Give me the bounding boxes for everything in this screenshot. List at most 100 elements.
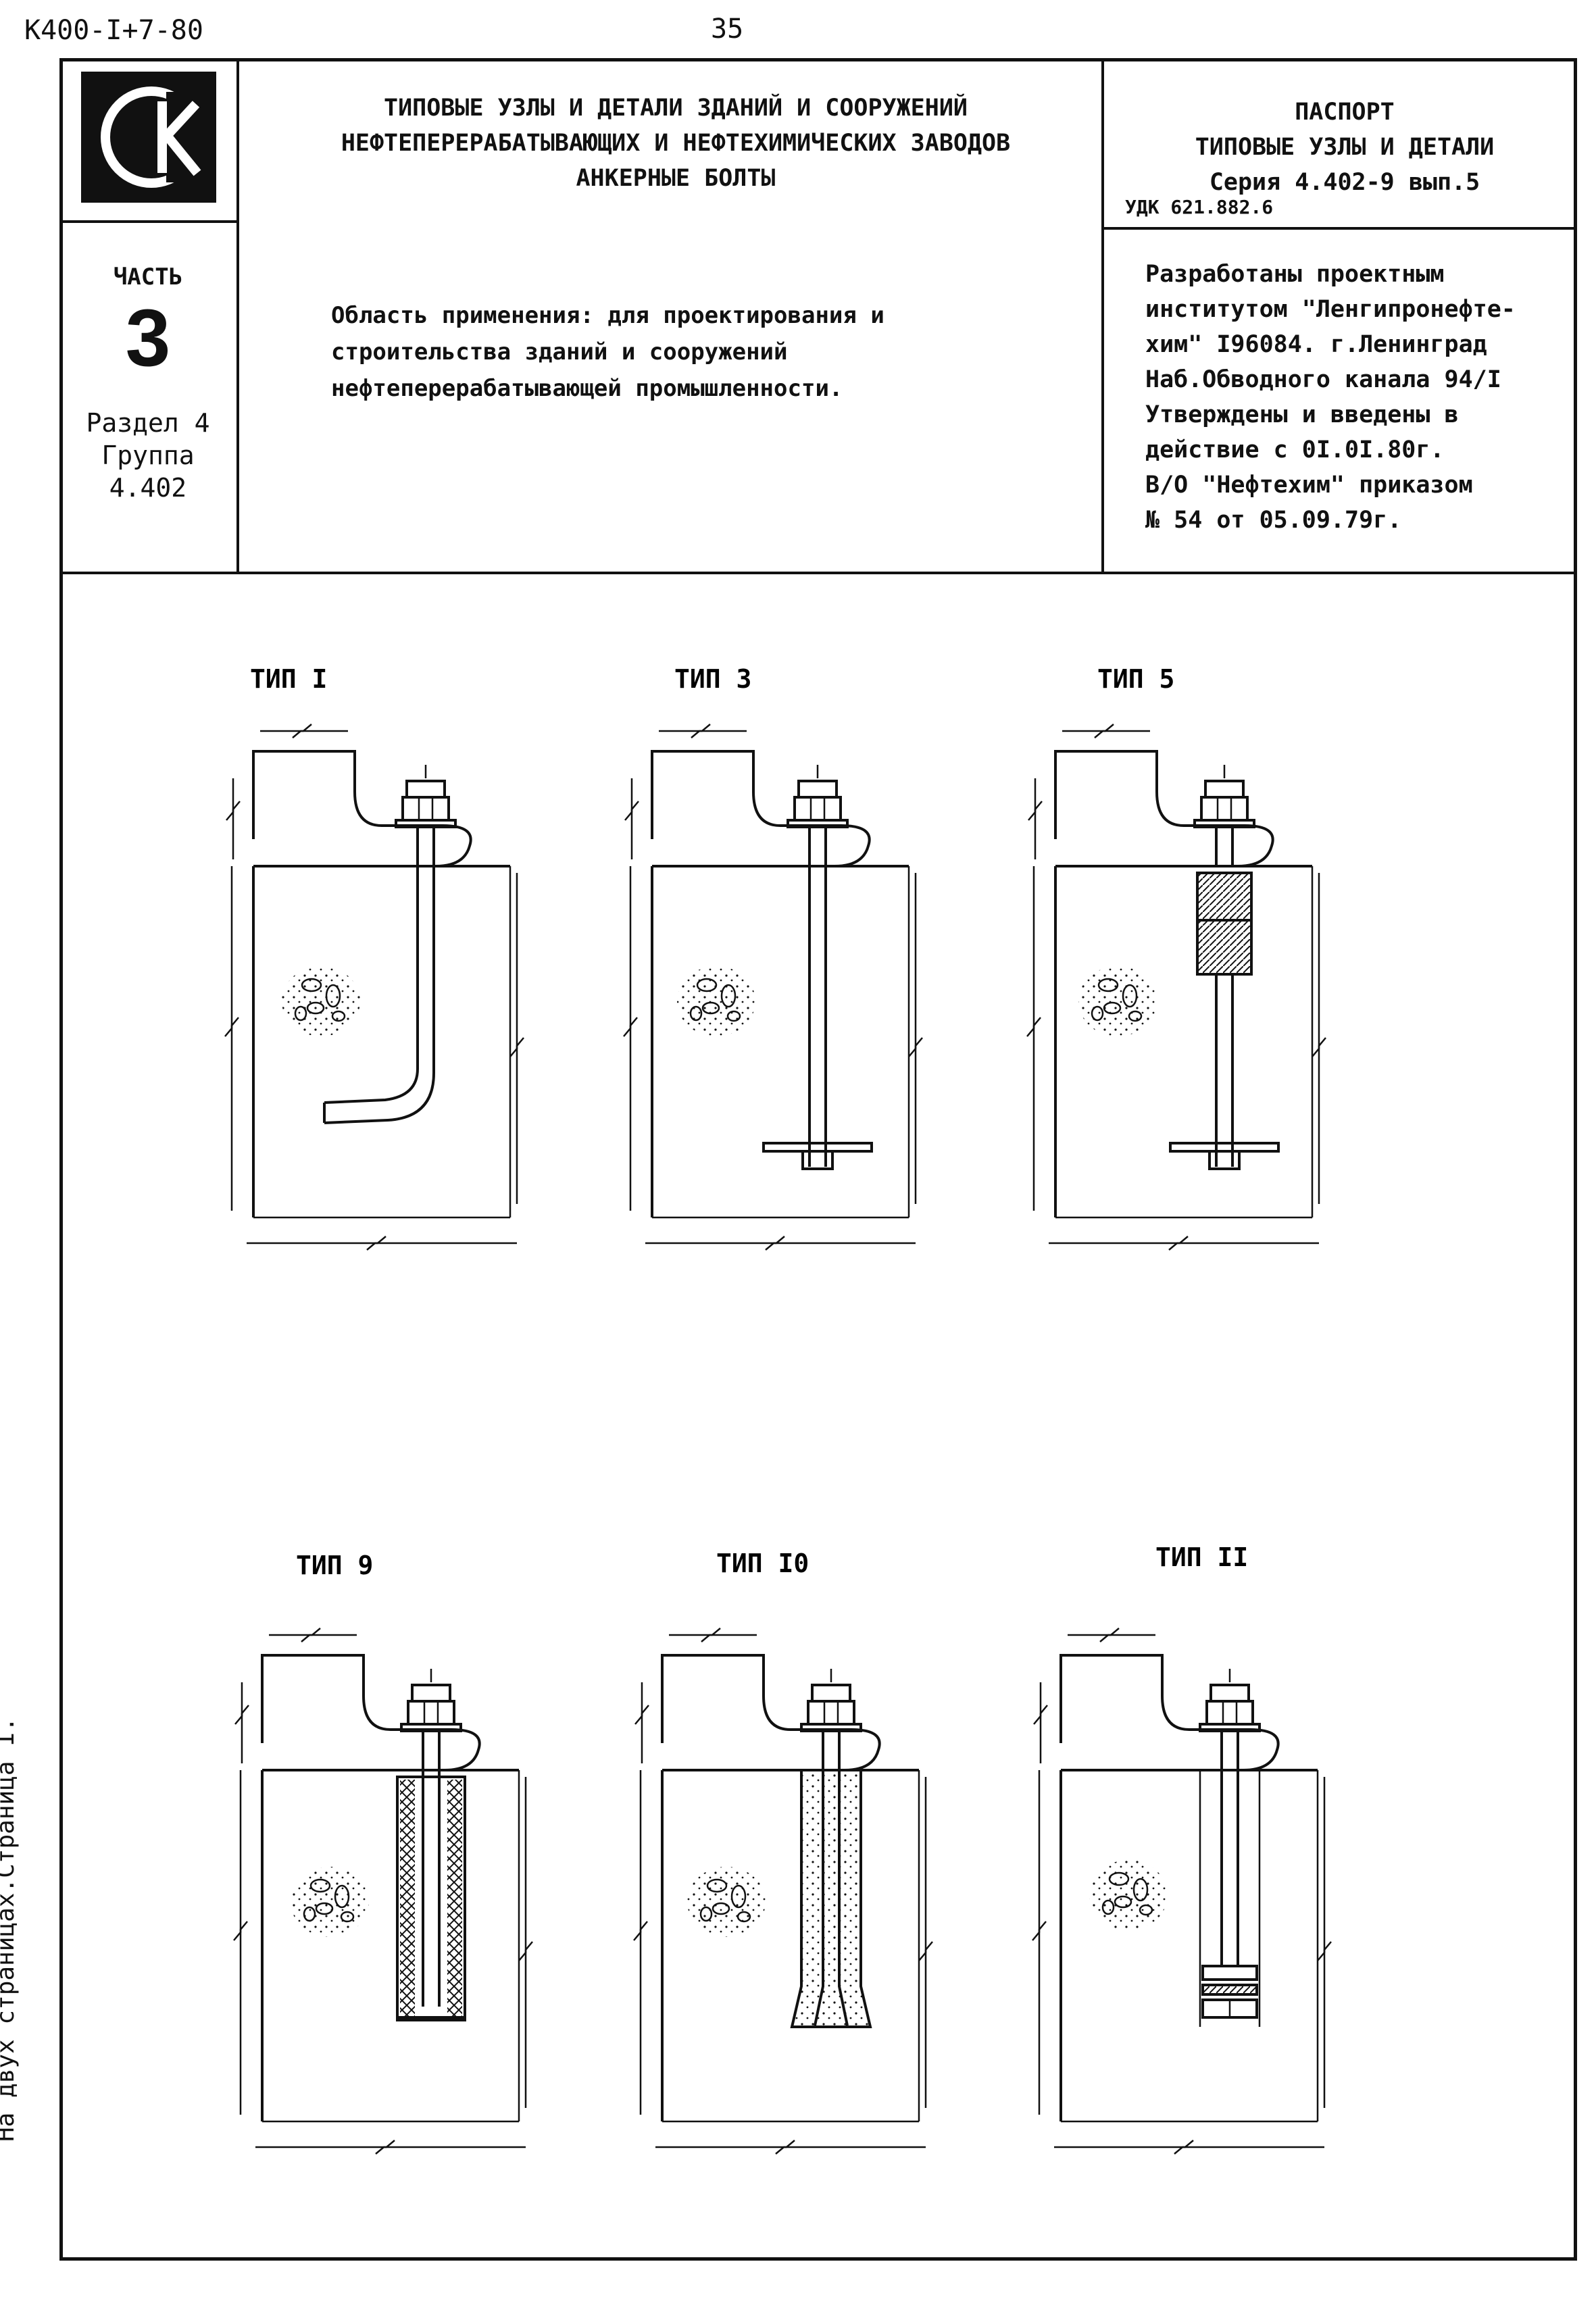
pebble bbox=[1139, 1904, 1153, 1916]
pebble bbox=[315, 1902, 334, 1915]
passport-series: Серия 4.402-9 вып.5 bbox=[1209, 169, 1480, 196]
pebble bbox=[294, 1005, 307, 1022]
sleeve-hatch bbox=[447, 1780, 462, 2017]
washer-icon bbox=[800, 1723, 862, 1732]
nut-icon bbox=[811, 1684, 851, 1703]
break-mark bbox=[1312, 1037, 1326, 1057]
title-line-1: ТИПОВЫЕ УЗЛЫ И ДЕТАЛИ ЗДАНИЙ И СООРУЖЕНИ… bbox=[384, 95, 968, 122]
aggregate-dots bbox=[677, 966, 755, 1036]
pebble bbox=[1114, 1895, 1132, 1909]
pebble bbox=[325, 984, 341, 1008]
nut-icon bbox=[401, 796, 450, 822]
sleeve-hatch bbox=[400, 1780, 415, 2017]
aggregate-dots bbox=[1078, 966, 1157, 1036]
pebble bbox=[301, 978, 322, 992]
break-mark bbox=[908, 1037, 923, 1057]
drawing-type-11 bbox=[1032, 1628, 1332, 2155]
pebble bbox=[309, 1878, 331, 1893]
drawing-type-5 bbox=[1026, 724, 1326, 1251]
developer-line: институтом "Ленгипронефте- bbox=[1145, 296, 1516, 323]
pebble bbox=[726, 1010, 741, 1022]
aggregate-dots bbox=[1089, 1860, 1168, 1930]
label-type-3: ТИП 3 bbox=[674, 664, 751, 694]
label-type-11: ТИП II bbox=[1155, 1542, 1248, 1572]
label-type-1: ТИП I bbox=[250, 664, 327, 694]
drawing-type-3 bbox=[623, 724, 923, 1251]
break-mark bbox=[1033, 1705, 1048, 1725]
pebble bbox=[1132, 1878, 1149, 1902]
pebble bbox=[1122, 984, 1138, 1008]
group-label: Группа bbox=[101, 441, 195, 470]
column-base bbox=[1054, 750, 1274, 867]
coupling-sleeve bbox=[1196, 872, 1253, 976]
aggregate-dots bbox=[282, 966, 360, 1036]
break-mark bbox=[366, 1236, 386, 1251]
break-mark bbox=[234, 1705, 249, 1725]
page-number: 35 bbox=[711, 14, 744, 45]
developer-line: Утверждены и введены в bbox=[1145, 401, 1459, 428]
washer-icon bbox=[1193, 819, 1255, 828]
nut-icon bbox=[797, 780, 838, 799]
pebble bbox=[1108, 1871, 1130, 1886]
left-column-divider bbox=[236, 58, 239, 573]
nut-icon bbox=[793, 796, 842, 822]
break-mark bbox=[1026, 1017, 1041, 1037]
break-mark bbox=[1032, 1921, 1047, 1941]
break-mark bbox=[518, 1941, 533, 1961]
nut-icon bbox=[1210, 1684, 1250, 1703]
break-mark bbox=[701, 1628, 721, 1642]
right-column-divider bbox=[1101, 58, 1104, 573]
developer-line: действие с 0I.0I.80г. bbox=[1145, 436, 1445, 463]
tapered-bolt bbox=[814, 1770, 849, 2026]
pebble bbox=[1101, 1899, 1115, 1915]
title-line-2: НЕФТЕПЕРЕРАБАТЫВАЮЩИХ И НЕФТЕХИМИЧЕСКИХ … bbox=[341, 130, 1011, 157]
pebble bbox=[340, 1911, 355, 1923]
bent-bolt bbox=[324, 866, 419, 1104]
label-type-10: ТИП I0 bbox=[716, 1549, 809, 1578]
udk-code: УДК 621.882.6 bbox=[1125, 196, 1274, 218]
break-mark bbox=[226, 801, 241, 821]
group-code: 4.402 bbox=[109, 473, 187, 503]
break-mark bbox=[1094, 724, 1114, 738]
break-mark bbox=[623, 1017, 638, 1037]
column-base bbox=[1059, 1654, 1280, 1771]
expansion-cone bbox=[1201, 1965, 1258, 1981]
expansion-shell bbox=[1201, 1984, 1258, 1996]
pebble bbox=[1091, 1005, 1104, 1022]
title-line-3: АНКЕРНЫЕ БОЛТЫ bbox=[576, 165, 776, 192]
break-mark bbox=[292, 724, 312, 738]
developer-line: В/О "Нефтехим" приказом bbox=[1145, 472, 1473, 499]
break-mark bbox=[624, 801, 639, 821]
section-label: Раздел 4 bbox=[86, 408, 210, 438]
nut-icon bbox=[807, 1700, 855, 1726]
nut-icon bbox=[1205, 1700, 1254, 1726]
header-divider bbox=[59, 572, 1577, 574]
pebble bbox=[1097, 978, 1119, 992]
pebble bbox=[701, 1001, 720, 1015]
pebble bbox=[334, 1884, 350, 1909]
scope-text: Область применения: для проектирования и… bbox=[331, 297, 1047, 407]
bent-bolt bbox=[324, 866, 435, 1124]
break-mark bbox=[1317, 1941, 1332, 1961]
passport-divider bbox=[1101, 227, 1577, 230]
aggregate-dots bbox=[291, 1867, 369, 1937]
pebble bbox=[696, 978, 718, 992]
passport-title: ПАСПОРТ bbox=[1295, 99, 1395, 126]
pebble bbox=[306, 1001, 325, 1015]
washer-icon bbox=[400, 1723, 462, 1732]
drawing-type-9 bbox=[233, 1628, 533, 2155]
pebble bbox=[689, 1005, 703, 1022]
scope-line-3: нефтеперерабатывающей промышленности. bbox=[331, 375, 843, 402]
nut-icon bbox=[1200, 796, 1249, 822]
scope-line-1: Область применения: для проектирования и bbox=[331, 302, 884, 329]
column-base bbox=[261, 1654, 481, 1771]
break-mark bbox=[1168, 1236, 1189, 1251]
document-code: К400-I+7-80 bbox=[24, 15, 203, 46]
break-mark bbox=[775, 2140, 795, 2155]
washer-icon bbox=[1199, 1723, 1261, 1732]
pebble bbox=[706, 1878, 728, 1893]
pebble bbox=[699, 1906, 713, 1922]
column-base bbox=[661, 1654, 881, 1771]
break-mark bbox=[633, 1921, 648, 1941]
pebble bbox=[1103, 1001, 1122, 1015]
